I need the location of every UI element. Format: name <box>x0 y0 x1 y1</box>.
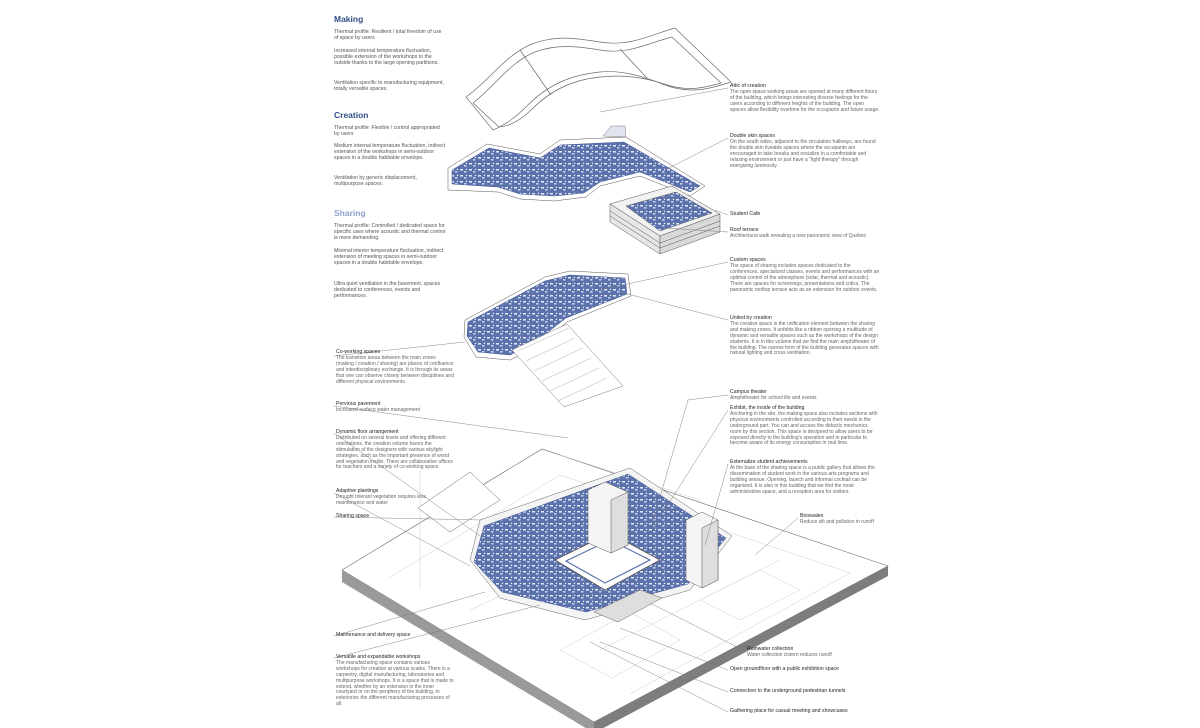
annotation-adaptive-plantings: Adaptive plantings Drought tolerant vege… <box>336 488 454 507</box>
annotation-title: Connection to the underground pedestrian… <box>730 688 846 694</box>
roof-ribbon <box>465 27 732 131</box>
upper-level-floor <box>447 125 706 202</box>
annotation-campus-theater: Campus theater Amphitheater for school l… <box>730 389 880 402</box>
annotation-title: Maintenance and delivery space <box>336 632 411 638</box>
annotation-body: Water collection cistern reduces runoff <box>747 651 832 658</box>
annotation-bioswales: Bioswales Reduce silt and pollution in r… <box>800 513 880 526</box>
annotation-title: Dynamic floor arrangement <box>336 429 399 435</box>
annotation-body: Architectural walk revealing a new panor… <box>730 232 867 239</box>
annotation-co-working-spaces: Co-working spaces The transition areas b… <box>336 349 454 385</box>
annotation-maintenance-delivery: Maintenance and delivery space <box>336 632 454 639</box>
annotation-pervious-pavement: Pervious pavement Increased surface wate… <box>336 401 454 414</box>
section-title-making: Making <box>334 14 364 24</box>
annotation-exhibit-inside-building: Exhibit, the inside of the building Anch… <box>730 405 880 447</box>
making-paragraph-1: Thermal profile: Resilient / total freed… <box>334 29 442 42</box>
annotation-sharing-space: Sharing space <box>336 513 454 520</box>
annotation-custom-spaces: Custom spaces The space of sharing inclu… <box>730 257 880 293</box>
annotation-title: Versatile and expandable workshops <box>336 654 421 660</box>
annotation-double-skin-spaces: Double skin spaces On the south sides, a… <box>730 133 880 169</box>
sharing-paragraph-2: Minimal interior temperature fluctuation… <box>334 248 444 267</box>
annotation-title: Campus theater <box>730 389 767 395</box>
annotation-title: Bioswales <box>800 513 824 519</box>
annotation-body: The space of sharing includes spaces ded… <box>730 262 880 293</box>
annotation-title: United by creation <box>730 315 772 321</box>
annotation-body: Increased surface water management <box>336 406 420 413</box>
making-paragraph-3: Ventilation specific to manufacturing eq… <box>334 80 444 93</box>
annotation-title: Double skin spaces <box>730 133 775 139</box>
sharing-paragraph-1: Thermal profile: Controlled / dedicated … <box>334 223 446 242</box>
annotation-dynamic-floor-arrangement: Dynamic floor arrangement Distributed on… <box>336 429 454 471</box>
annotation-body: On the south sides, adjacent to the circ… <box>730 138 876 169</box>
annotation-versatile-workshops: Versatile and expandable workshops The m… <box>336 654 454 708</box>
annotation-gathering-place: Gathering place for casual meeting and s… <box>730 708 890 715</box>
annotation-body: The open space working areas are opened … <box>730 88 880 113</box>
middle-level-floor <box>463 270 632 408</box>
creation-paragraph-3: Ventilation by generic displacement, mul… <box>334 175 417 188</box>
student-cafe-stack <box>609 185 721 255</box>
annotation-title: Gathering place for casual meeting and s… <box>730 708 848 714</box>
making-paragraph-2: Increased internal temperature fluctuati… <box>334 48 439 67</box>
annotation-roof-terrace: Roof terrace Architectural walk revealin… <box>730 227 880 240</box>
annotation-united-by-creation: United by creation The creative space is… <box>730 315 880 357</box>
annotation-title: Sharing space <box>336 513 370 519</box>
annotation-title: Attic of creation <box>730 83 766 89</box>
annotation-body: The manufacturing space contains various… <box>336 659 454 708</box>
annotation-title: Exhibit, the inside of the building <box>730 405 805 411</box>
annotation-body: Distributed on several levels and offeri… <box>336 434 453 471</box>
ground-buildings <box>469 467 733 623</box>
annotation-title: Custom spaces <box>730 257 766 263</box>
annotation-body: The transition areas between the main zo… <box>336 354 454 385</box>
annotation-body: At the base of the sharing space is a pu… <box>730 464 875 495</box>
annotation-student-cafe: Student Cafe <box>730 211 880 218</box>
annotation-title: Adaptive plantings <box>336 488 379 494</box>
annotation-rainwater-collection: Rainwater collection Water collection ci… <box>747 646 877 659</box>
leader-lines <box>333 87 799 713</box>
annotation-externalize-student-achievements: Externalize student achievements At the … <box>730 459 880 495</box>
creation-paragraph-2: Medium internal temperature fluctuation,… <box>334 143 446 162</box>
creation-paragraph-1: Thermal profile: Flexible / control appr… <box>334 125 440 138</box>
annotation-title: Co-working spaces <box>336 349 381 355</box>
annotation-body: Drought tolerant vegetation requires les… <box>336 493 427 506</box>
annotation-body: Anchoring in the site, the making space … <box>730 410 878 447</box>
annotation-attic-of-creation: Attic of creation The open space working… <box>730 83 880 114</box>
annotation-title: Rainwater collection <box>747 646 794 652</box>
annotation-open-groundfloor: Open groundfloor with a public exhibitio… <box>730 666 890 673</box>
annotation-underground-tunnels: Connection to the underground pedestrian… <box>730 688 890 695</box>
annotation-title: Pervious pavement <box>336 401 381 407</box>
annotation-title: Roof terrace <box>730 227 759 233</box>
annotation-title: Student Cafe <box>730 211 761 217</box>
annotation-title: Externalize student achievements <box>730 459 808 465</box>
annotation-title: Open groundfloor with a public exhibitio… <box>730 666 840 672</box>
section-title-sharing: Sharing <box>334 208 366 218</box>
annotation-body: Amphitheater for school life and events <box>730 394 817 401</box>
annotation-body: The creative space is the unification el… <box>730 320 879 357</box>
annotation-body: Reduce silt and pollution in runoff <box>800 518 874 525</box>
section-title-creation: Creation <box>334 110 369 120</box>
sharing-paragraph-3: Ultra quiet ventilation in the basement,… <box>334 281 441 300</box>
